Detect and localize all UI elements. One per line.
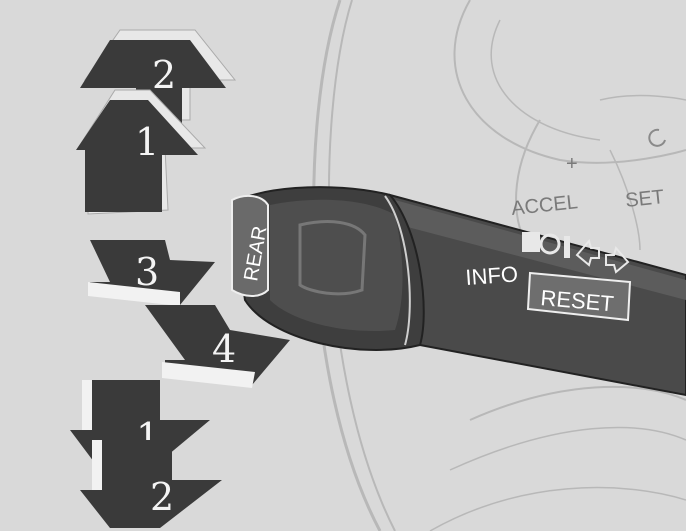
info-label: INFO xyxy=(465,261,519,290)
arrow-number: 2 xyxy=(150,475,174,519)
wheel-set-label: SET xyxy=(624,186,665,212)
rear-wiper-button[interactable]: REAR xyxy=(232,196,272,296)
arrow-number: 4 xyxy=(212,327,236,371)
arrow-3: 3 xyxy=(88,240,215,306)
arrow-down-2: 2 xyxy=(80,440,222,528)
bar-symbol-icon xyxy=(564,236,570,258)
arrow-number: 2 xyxy=(152,53,176,97)
wheel-plus-label: + xyxy=(566,153,578,175)
arrow-number: 3 xyxy=(135,250,159,294)
arrow-number: 1 xyxy=(135,120,159,164)
wheel-return-icon xyxy=(649,130,665,146)
wiper-symbol-icon xyxy=(522,232,540,252)
wheel-accel-label: ACCEL xyxy=(510,191,579,220)
